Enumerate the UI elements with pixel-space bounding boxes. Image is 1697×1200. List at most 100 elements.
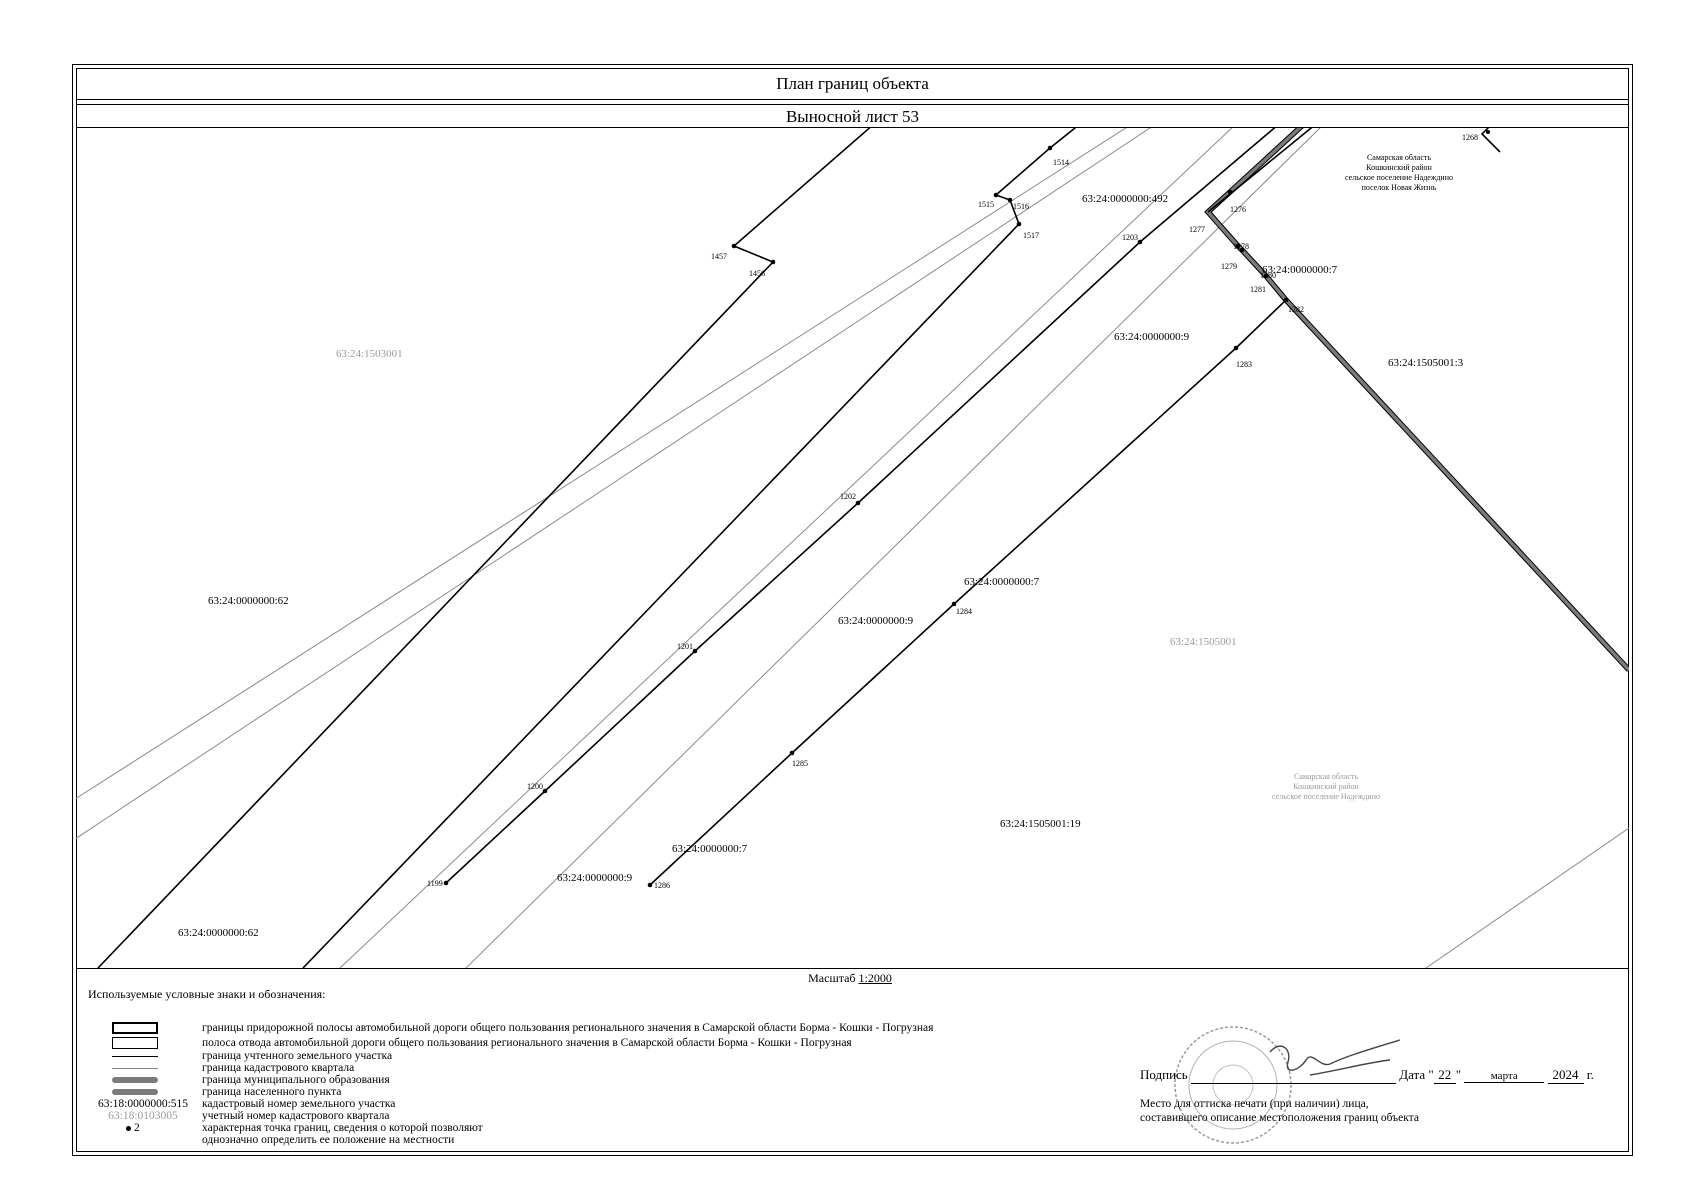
municipal-line xyxy=(1205,128,1629,672)
label-1277: 1277 xyxy=(1189,225,1205,234)
label-1281: 1281 xyxy=(1250,285,1266,294)
point-1456[interactable] xyxy=(770,259,776,265)
parcel-line-1 xyxy=(97,128,871,968)
legend-text-settlement-boundary: граница населенного пункта xyxy=(202,1086,342,1098)
settlement-gray-line-3: сельское поселение Надеждино xyxy=(1272,792,1380,801)
point-1284[interactable] xyxy=(951,601,957,607)
legend-text-roadside-strip: границы придорожной полосы автомобильной… xyxy=(202,1022,934,1034)
quarter-label-1503001: 63:24:1503001 xyxy=(336,348,403,360)
municipal-line-outline xyxy=(1204,128,1629,672)
legend-text-quarter-boundary: граница кадастрового квартала xyxy=(202,1062,355,1074)
parcel-label-492: 63:24:0000000:492 xyxy=(1082,193,1168,205)
settlement-black-line-2: Кошкинский район xyxy=(1366,163,1432,172)
point-1515[interactable] xyxy=(993,192,999,198)
sheet-subtitle: Выносной лист 53 xyxy=(76,104,1629,128)
point-1282[interactable] xyxy=(1283,297,1289,303)
point-1201[interactable] xyxy=(692,648,698,654)
settlement-gray-line-1: Самарская область xyxy=(1294,772,1358,781)
label-1199: 1199 xyxy=(427,879,443,888)
seal-stamp xyxy=(1174,1026,1292,1144)
point-1517[interactable] xyxy=(1016,221,1022,227)
date-day[interactable]: 22 xyxy=(1433,1067,1456,1084)
parcel-label-9c: 63:24:0000000:9 xyxy=(557,872,633,884)
legend-symbol-roadside-strip xyxy=(112,1022,158,1034)
date-month[interactable]: марта xyxy=(1464,1070,1545,1083)
quarter-line-3 xyxy=(339,128,1233,968)
parcel-line-2 xyxy=(302,128,1077,968)
legend-sample-cadastral-number: 63:18:0000000:515 xyxy=(97,1098,189,1110)
quarter-labels: 63:24:1503001 63:24:1505001 xyxy=(336,348,1237,648)
label-1276: 1276 xyxy=(1230,205,1246,214)
point-1281[interactable] xyxy=(1263,273,1269,279)
map-canvas[interactable]: 1268 1514 1515 1516 1517 1457 1456 1276 … xyxy=(76,128,1629,969)
legend-row-parcel-boundary: граница учтенного земельного участка xyxy=(88,1050,988,1062)
quarter-line-4 xyxy=(465,128,1321,968)
parcel-label-19: 63:24:1505001:19 xyxy=(1000,818,1081,830)
legend-text-municipal-boundary: граница муниципального образования xyxy=(202,1074,390,1086)
label-1456: 1456 xyxy=(749,269,765,278)
point-1202[interactable] xyxy=(855,500,861,506)
point-1203[interactable] xyxy=(1137,239,1143,245)
quarter-line-5 xyxy=(1425,827,1629,968)
quarter-line-1 xyxy=(76,128,1127,800)
road-boundary-top xyxy=(1207,128,1313,213)
label-1514: 1514 xyxy=(1053,158,1069,167)
date-label: Дата " xyxy=(1399,1067,1434,1082)
settlement-gray-line-2: Кошкинский район xyxy=(1293,782,1359,791)
quarter-label-1505001: 63:24:1505001 xyxy=(1170,636,1237,648)
legend-row-boundary-point: 2 характерная точка границ, сведения о к… xyxy=(88,1122,988,1134)
point-1286[interactable] xyxy=(647,882,653,888)
legend-symbol-settlement-boundary xyxy=(112,1089,158,1095)
signature-line[interactable] xyxy=(1191,1067,1396,1084)
parcel-label-3: 63:24:1505001:3 xyxy=(1388,357,1464,369)
point-1285[interactable] xyxy=(789,750,795,756)
handwritten-signature xyxy=(1269,1039,1401,1076)
legend-row-municipal-boundary: граница муниципального образования xyxy=(88,1074,988,1086)
settlement-black-line-1: Самарская область xyxy=(1367,153,1431,162)
parcel-label-62a: 63:24:0000000:62 xyxy=(208,595,289,607)
point-1268[interactable] xyxy=(1486,130,1490,134)
signature-block: Подпись Дата "22" марта 2024 г. xyxy=(1140,1067,1594,1084)
parcel-label-62b: 63:24:0000000:62 xyxy=(178,927,259,939)
label-1202: 1202 xyxy=(840,492,856,501)
date-year[interactable]: 2024 xyxy=(1547,1067,1584,1084)
legend-symbol-municipal-boundary xyxy=(112,1077,158,1083)
stamp-note-line-2: составившего описание местоположения гра… xyxy=(1140,1112,1419,1124)
label-1284: 1284 xyxy=(956,607,972,616)
point-1279[interactable] xyxy=(1239,247,1245,253)
legend-row-cadastral-number: 63:18:0000000:515 кадастровый номер земе… xyxy=(88,1098,988,1110)
scale-prefix: Масштаб xyxy=(808,971,859,985)
label-1516: 1516 xyxy=(1013,202,1029,211)
label-1282: 1282 xyxy=(1288,305,1304,314)
point-1278[interactable] xyxy=(1235,243,1241,249)
point-1516[interactable] xyxy=(1007,197,1013,203)
point-1200[interactable] xyxy=(542,788,548,794)
settlement-label-black: Самарская область Кошкинский район сельс… xyxy=(1345,153,1453,192)
legend-text-boundary-point-cont: однозначно определить ее положение на ме… xyxy=(202,1134,455,1146)
outer-frame xyxy=(72,64,1633,1156)
legend-text-quarter-number: учетный номер кадастрового квартала xyxy=(202,1110,390,1122)
municipal-boundary xyxy=(1204,128,1629,672)
label-1200: 1200 xyxy=(527,782,543,791)
point-1276[interactable] xyxy=(1227,189,1233,195)
point-labels: 1268 1514 1515 1516 1517 1457 1456 1276 … xyxy=(427,133,1478,890)
point-dot-icon xyxy=(126,1125,131,1131)
legend-text-right-of-way: полоса отвода автомобильной дороги общег… xyxy=(202,1037,852,1049)
legend-title: Используемые условные знаки и обозначени… xyxy=(88,987,326,1001)
legend-sample-boundary-point: 2 xyxy=(126,1122,166,1134)
point-1457[interactable] xyxy=(731,243,737,249)
label-1286: 1286 xyxy=(654,881,670,890)
legend-text-cadastral-number: кадастровый номер земельного участка xyxy=(202,1098,396,1110)
legend-row-roadside-strip: границы придорожной полосы автомобильной… xyxy=(88,1022,988,1034)
parcel-label-9a: 63:24:0000000:9 xyxy=(1114,331,1190,343)
legend-text-parcel-boundary: граница учтенного земельного участка xyxy=(202,1050,393,1062)
label-1457: 1457 xyxy=(711,252,727,261)
legend-row-quarter-boundary: граница кадастрового квартала xyxy=(88,1062,988,1074)
point-1199[interactable] xyxy=(443,880,449,886)
legend-sample-quarter-number: 63:18:0103005 xyxy=(108,1110,178,1122)
date-quote: " xyxy=(1455,1067,1462,1082)
label-1203: 1203 xyxy=(1122,233,1138,242)
parcel-label-7c: 63:24:0000000:7 xyxy=(672,843,748,855)
point-1514[interactable] xyxy=(1047,145,1053,151)
point-1283[interactable] xyxy=(1233,345,1239,351)
